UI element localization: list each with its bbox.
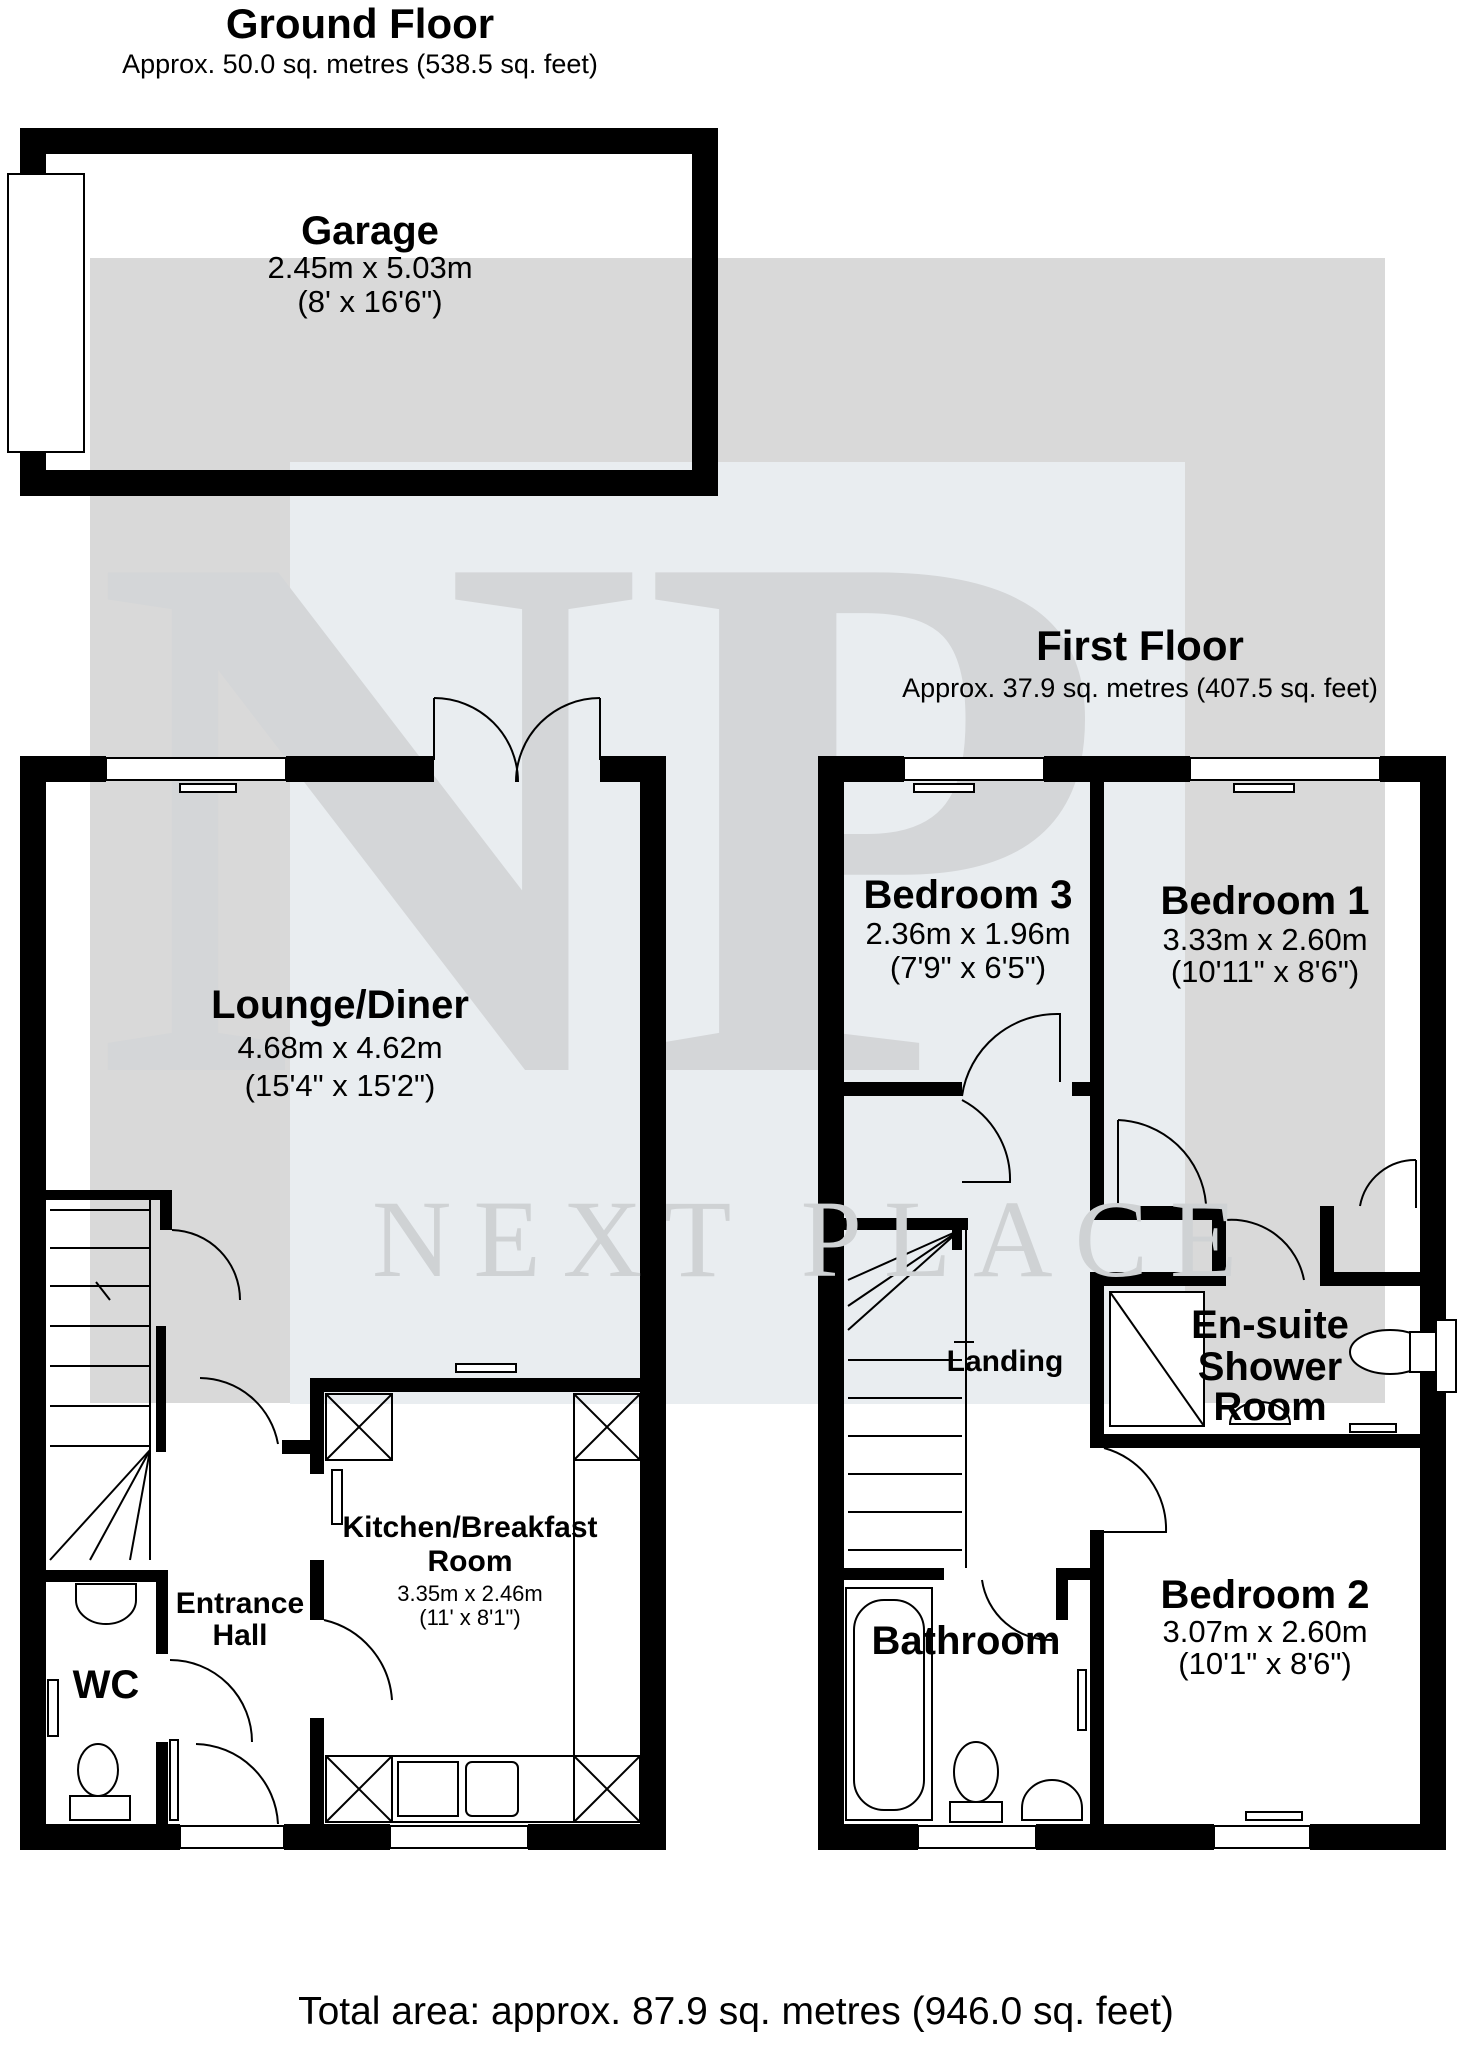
ground-floor-windows bbox=[105, 757, 529, 1849]
garage-name: Garage bbox=[301, 209, 439, 253]
landing-name: Landing bbox=[946, 1345, 1064, 1378]
first-floor-walls bbox=[818, 756, 1446, 1850]
kitchen-fixtures bbox=[325, 1393, 641, 1823]
lounge-imperial: (15'4" x 15'2") bbox=[244, 1068, 436, 1103]
patio-doors bbox=[433, 697, 601, 783]
watermark-logo: NP bbox=[90, 258, 1385, 1404]
svg-text:NP: NP bbox=[93, 394, 1106, 1235]
total-area: Total area: approx. 87.9 sq. metres (946… bbox=[298, 1990, 1174, 2033]
kitchen-metric: 3.35m x 2.46m bbox=[397, 1581, 543, 1606]
bathroom-name: Bathroom bbox=[871, 1619, 1061, 1663]
bedroom2-metric: 3.07m x 2.60m bbox=[1162, 1614, 1368, 1649]
kitchen-imperial: (11' x 8'1") bbox=[419, 1605, 521, 1630]
bedroom1-name: Bedroom 1 bbox=[1160, 879, 1370, 923]
bedroom3-metric: 2.36m x 1.96m bbox=[865, 916, 1071, 951]
bathroom-fixtures bbox=[845, 1587, 1087, 1823]
bedroom2-name: Bedroom 2 bbox=[1160, 1573, 1370, 1617]
ground-doors bbox=[169, 1229, 393, 1825]
wc-fixtures bbox=[47, 1583, 179, 1821]
lounge-name: Lounge/Diner bbox=[211, 983, 469, 1027]
ensuite-fixtures bbox=[1109, 1291, 1437, 1427]
ground-floor-area: Approx. 50.0 sq. metres (538.5 sq. feet) bbox=[122, 49, 598, 79]
wc-name: WC bbox=[72, 1663, 140, 1707]
kitchen-name-line1: Kitchen/Breakfast bbox=[342, 1511, 598, 1544]
ensuite-line2: Shower bbox=[1197, 1345, 1343, 1389]
garage-imperial: (8' x 16'6") bbox=[297, 284, 443, 319]
first-floor-area: Approx. 37.9 sq. metres (407.5 sq. feet) bbox=[902, 673, 1378, 703]
entrance-hall-line2: Hall bbox=[212, 1619, 268, 1652]
bedroom1-imperial: (10'11" x 8'6") bbox=[1170, 954, 1360, 989]
ensuite-line3: Room bbox=[1213, 1385, 1327, 1429]
bedroom1-metric: 3.33m x 2.60m bbox=[1162, 922, 1368, 957]
garage-walls bbox=[20, 128, 718, 496]
first-doors bbox=[961, 1012, 1417, 1642]
kitchen-name-line2: Room bbox=[427, 1545, 513, 1578]
first-floor-title: First Floor bbox=[1036, 622, 1244, 669]
lounge-metric: 4.68m x 4.62m bbox=[237, 1030, 443, 1065]
watermark-text: NEXT PLACE bbox=[372, 1178, 1260, 1300]
garage-metric: 2.45m x 5.03m bbox=[267, 250, 473, 285]
first-staircase bbox=[847, 1229, 974, 1568]
ground-floor-title: Ground Floor bbox=[225, 0, 495, 47]
ground-staircase bbox=[49, 1200, 151, 1561]
ground-floor-walls bbox=[20, 756, 666, 1850]
bedroom3-name: Bedroom 3 bbox=[863, 873, 1073, 917]
entrance-hall-line1: Entrance bbox=[175, 1587, 305, 1620]
first-floor-windows bbox=[903, 757, 1457, 1849]
bedroom3-imperial: (7'9" x 6'5") bbox=[889, 950, 1047, 985]
garage-door bbox=[7, 173, 85, 453]
bedroom2-imperial: (10'1" x 8'6") bbox=[1178, 1646, 1352, 1681]
ensuite-line1: En-suite bbox=[1191, 1303, 1349, 1347]
